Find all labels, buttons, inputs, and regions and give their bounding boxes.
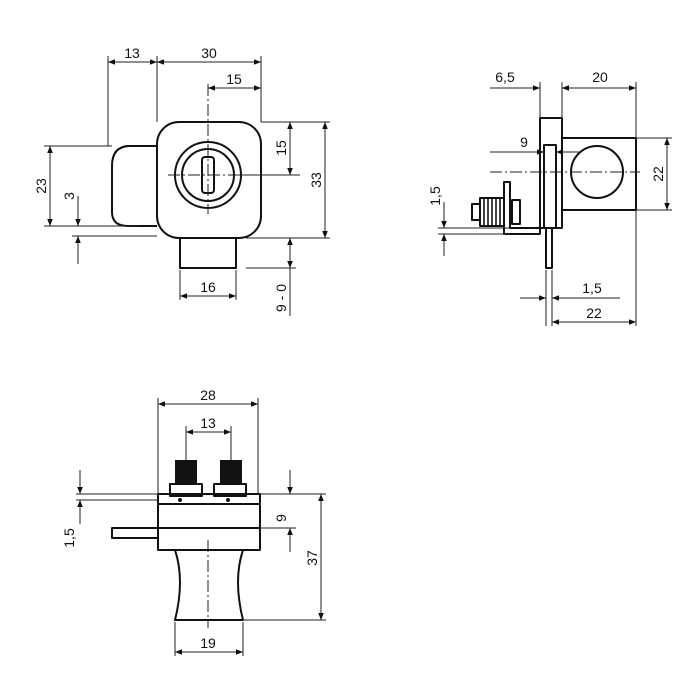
side-tab <box>111 527 159 539</box>
dim-label: 33 <box>308 172 324 188</box>
dim-label: 16 <box>200 279 216 295</box>
dim-label: 6,5 <box>495 69 515 85</box>
threaded-screw <box>471 197 521 227</box>
dim-label: 37 <box>304 550 320 566</box>
dim-label: 22 <box>586 305 602 321</box>
flange <box>543 144 557 229</box>
knob <box>174 549 244 621</box>
dim-label: 15 <box>273 140 289 156</box>
dim-label: 22 <box>650 166 666 182</box>
dim-label: 1,5 <box>61 528 77 548</box>
dim-label: 20 <box>592 69 608 85</box>
dim-label: 9 <box>520 134 528 150</box>
lock-bolt <box>111 145 157 227</box>
middle-plate <box>157 527 261 551</box>
dim-label: 13 <box>124 45 140 61</box>
dim-label: 9 <box>273 514 289 522</box>
dim-label: 9 - 0 <box>273 284 289 312</box>
dim-label: 13 <box>200 415 216 431</box>
dim-label: 19 <box>200 635 216 651</box>
lock-housing <box>156 121 262 239</box>
lock-body-side <box>562 137 637 211</box>
dim-label: 15 <box>226 71 242 87</box>
side-view: 6,5 20 9 22 1,5 1,5 22 <box>427 69 672 326</box>
dim-label: 1,5 <box>427 186 443 206</box>
top-bar <box>157 493 261 529</box>
dim-label: 3 <box>61 192 77 200</box>
front-view: 13 30 15 15 33 23 3 16 9 - 0 <box>33 45 330 316</box>
bottom-view: 28 13 1,5 9 37 19 <box>61 387 326 656</box>
l-bracket <box>503 181 541 235</box>
stud-right <box>213 460 247 497</box>
dim-label: 23 <box>33 178 49 194</box>
dim-label: 28 <box>200 387 216 403</box>
stud-left <box>169 460 203 497</box>
pin <box>545 227 553 269</box>
dim-label: 30 <box>201 45 217 61</box>
dim-label: 1,5 <box>582 280 602 296</box>
lock-spindle <box>179 237 237 269</box>
